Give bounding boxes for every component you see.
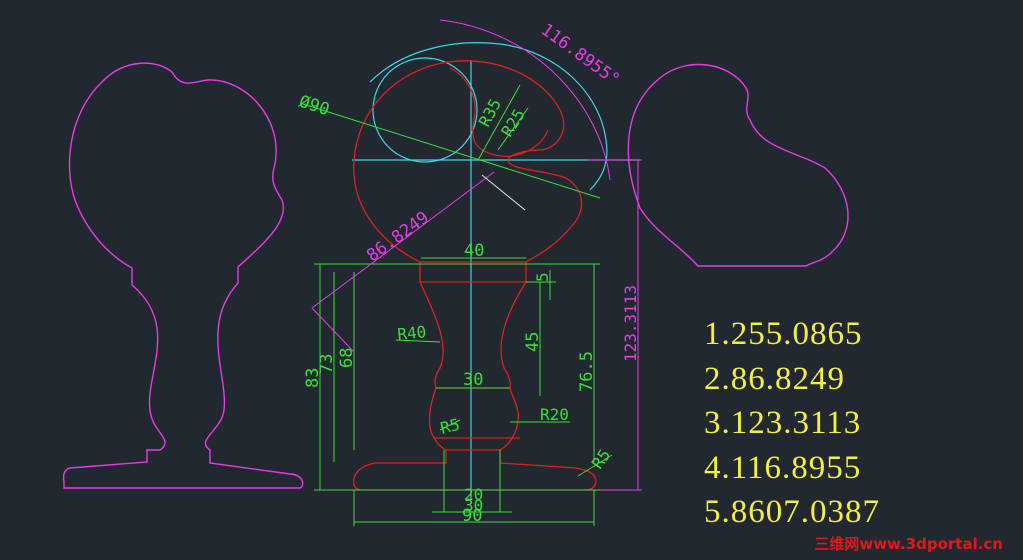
w20-dim-text: 20 <box>464 485 483 504</box>
watermark: 三维网www.3dportal.cn <box>814 535 1003 553</box>
magenta-dimensions <box>311 19 642 491</box>
h83-dim-text: 83 <box>303 368 323 388</box>
r5-left-dim-text: R5 <box>438 415 461 438</box>
answer-item: 4.116.8955 <box>704 449 862 486</box>
green-dimensions <box>299 84 613 526</box>
w90-dim-text: 90 <box>462 506 482 526</box>
r40-dim-text: R40 <box>396 322 427 344</box>
top-width-dim-text: 40 <box>464 241 484 261</box>
red-small-arc <box>449 67 549 157</box>
white-axis-line <box>481 174 526 211</box>
h45-dim-text: 45 <box>523 332 543 352</box>
answer-item: 5.8607.0387 <box>704 494 880 530</box>
red-ball-outline <box>353 60 583 263</box>
neck-dim-text: 5 <box>533 272 552 282</box>
h68-dim-text: 68 <box>337 348 357 368</box>
w30b-dim-text: 30 <box>464 496 483 515</box>
height-123-dim-text: 123.3113 <box>621 285 640 362</box>
cyan-small-circle <box>372 57 478 163</box>
waist-dim-text: 30 <box>463 370 483 390</box>
left-profile-outline <box>62 62 304 489</box>
right-profile-outline <box>627 63 849 267</box>
answer-item: 3.123.3113 <box>704 405 862 441</box>
h73-dim-text: 73 <box>317 354 337 374</box>
h76-dim-text: 76.5 <box>577 351 597 392</box>
answer-item: 1.255.0865 <box>704 316 863 352</box>
answer-list: 1.255.0865 2.86.8249 3.123.3113 4.116.89… <box>704 312 880 535</box>
r20-dim-text: R20 <box>540 405 569 424</box>
answer-item: 2.86.8249 <box>704 360 845 397</box>
